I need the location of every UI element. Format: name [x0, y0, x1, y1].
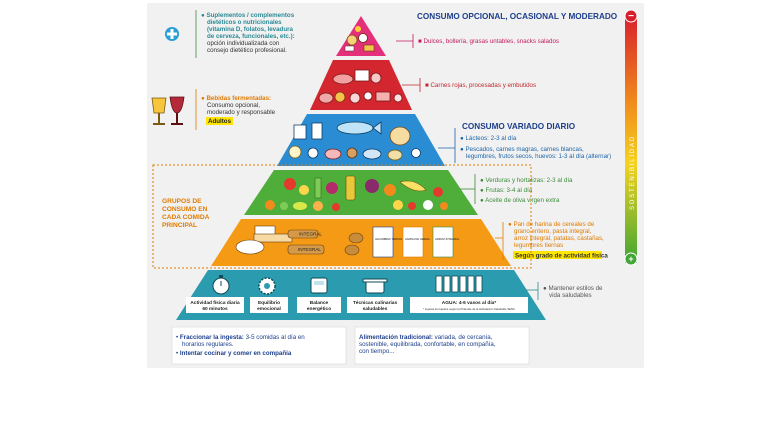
wine-beer-glasses-icon: [151, 96, 185, 125]
harina-box-label: HARINA DE CEREAL: [405, 237, 431, 241]
label-mantener: ● Mantener estilos de vida saludables: [543, 285, 604, 299]
svg-text:AGUA: 4-6 vasos al día*: AGUA: 4-6 vasos al día*: [442, 300, 497, 306]
sweets-food-icons: [344, 26, 375, 52]
svg-text:emocional: emocional: [257, 306, 281, 312]
svg-text:saludables: saludables: [363, 306, 388, 312]
label-aceite: ● Aceite de oliva virgen extra: [480, 197, 560, 204]
label-pan: ● Pan de harina de cereales de grano ent…: [508, 221, 606, 249]
supplements-text: ● Suplementos / complementos dietéticos …: [201, 12, 296, 54]
base-label-emotional: Equilibrio emocional: [250, 297, 288, 313]
red-meat-food-icons: [318, 69, 403, 104]
scale-icon: [310, 277, 328, 294]
label-segun-actividad: Según grado de actividad física: [515, 252, 608, 259]
svg-text:energético: energético: [307, 306, 331, 312]
label-carnes: ■ Carnes rojas, procesadas y embutidos: [425, 82, 536, 89]
sustainability-label: SOSTENIBILIDAD: [630, 135, 636, 210]
supplements-cross-icon: [165, 27, 179, 41]
label-pescados: ● Pescados, carnes magras, carnes blanca…: [460, 146, 611, 160]
header-consumo-variado: CONSUMO VARIADO DIARIO: [462, 122, 576, 131]
fermented-text: ● Bebidas fermentadas: Consumo opcional,…: [201, 95, 276, 116]
tier-daily-protein: [277, 114, 445, 166]
label-lacteos: ● Lácteos: 2-3 al día: [460, 135, 517, 142]
base-label-culinary: Técnicas culinarias saludables: [347, 297, 403, 313]
stopwatch-icon: [212, 275, 230, 295]
bottom-left-text: • Fraccionar la ingesta: 3-5 comidas al …: [176, 334, 306, 357]
segun-highlight: [513, 251, 602, 259]
connector-lifestyle: [526, 282, 539, 300]
cereals-food-icons: [235, 225, 454, 258]
legumbres-box-label: LEGUMBRES TIERNAS: [375, 238, 403, 241]
base-label-energy: Balance energético: [297, 297, 341, 313]
plus-symbol: +: [628, 254, 633, 264]
bottom-right-box: [354, 326, 530, 365]
integral-bread-label: INTEGRAL: [299, 232, 322, 237]
connector-sweets: [396, 34, 414, 48]
connector-protein: [438, 128, 456, 163]
connector-vegetables: [460, 174, 476, 204]
water-footnote: * Ingesta de líquidos según la Pirámide …: [423, 307, 515, 311]
bottom-left-box: [171, 326, 347, 365]
connector-cereals: [495, 222, 504, 260]
pot-icon: [362, 278, 388, 294]
water-glass-icon: [435, 275, 483, 293]
connector-meats: [402, 78, 421, 92]
label-dulces: ■ Dulces, bollería, grasas untables, sna…: [418, 38, 559, 45]
minus-symbol: −: [628, 11, 634, 22]
fruits-vegetables-food-icons: [265, 175, 448, 211]
grupos-label: GRUPOS DE CONSUMO EN CADA COMIDA PRINCIP…: [162, 198, 211, 229]
integral-pasta-label: INTEGRAL: [298, 247, 321, 252]
sustainability-plus-icon: [624, 252, 638, 266]
svg-text:Actividad física diaria: Actividad física diaria: [190, 300, 240, 306]
label-frutas: ● Frutas: 3-4 al día: [480, 187, 533, 194]
base-label-activity: Actividad física diaria 60 minutos: [186, 297, 244, 313]
header-consumo-opcional: CONSUMO OPCIONAL, OCASIONAL Y MODERADO: [417, 12, 618, 21]
svg-text:Balance: Balance: [310, 300, 329, 306]
adultos-highlight: [206, 117, 233, 125]
label-verduras: ● Verduras y hortalizas: 2-3 al día: [480, 177, 573, 184]
bottom-right-text: Alimentación tradicional: variada, de ce…: [359, 334, 497, 355]
svg-text:Equilibrio: Equilibrio: [258, 300, 280, 306]
base-label-water: AGUA: 4-6 vasos al día* * Ingesta de líq…: [410, 297, 528, 313]
svg-text:60 minutos: 60 minutos: [202, 306, 228, 312]
svg-text:Técnicas culinarias: Técnicas culinarias: [353, 300, 398, 306]
adultos-badge: Adultos: [208, 118, 232, 125]
protein-dairy-food-icons: [288, 121, 421, 161]
grupos-dashed-frame: [152, 164, 532, 269]
gear-icon: [258, 277, 276, 295]
sustainability-bar: [625, 14, 637, 263]
sustainability-minus-icon: [624, 9, 638, 23]
arroz-box-label: ARROZ INTEGRAL: [435, 237, 460, 241]
